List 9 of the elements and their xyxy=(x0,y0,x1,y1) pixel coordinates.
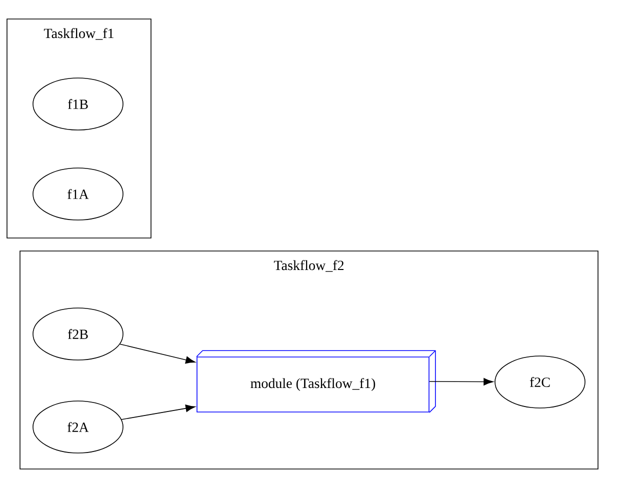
module-box: module (Taskflow_f1) xyxy=(196,350,436,413)
arrow xyxy=(120,344,196,364)
ellipse-node: f2A xyxy=(32,400,124,454)
ellipse-node: f2C xyxy=(494,356,586,408)
arrow xyxy=(121,404,196,420)
ellipse-node: f1B xyxy=(32,78,124,130)
ellipse-node: f2B xyxy=(32,308,124,360)
ellipse-node: f1A xyxy=(32,168,124,220)
arrow xyxy=(429,378,494,386)
